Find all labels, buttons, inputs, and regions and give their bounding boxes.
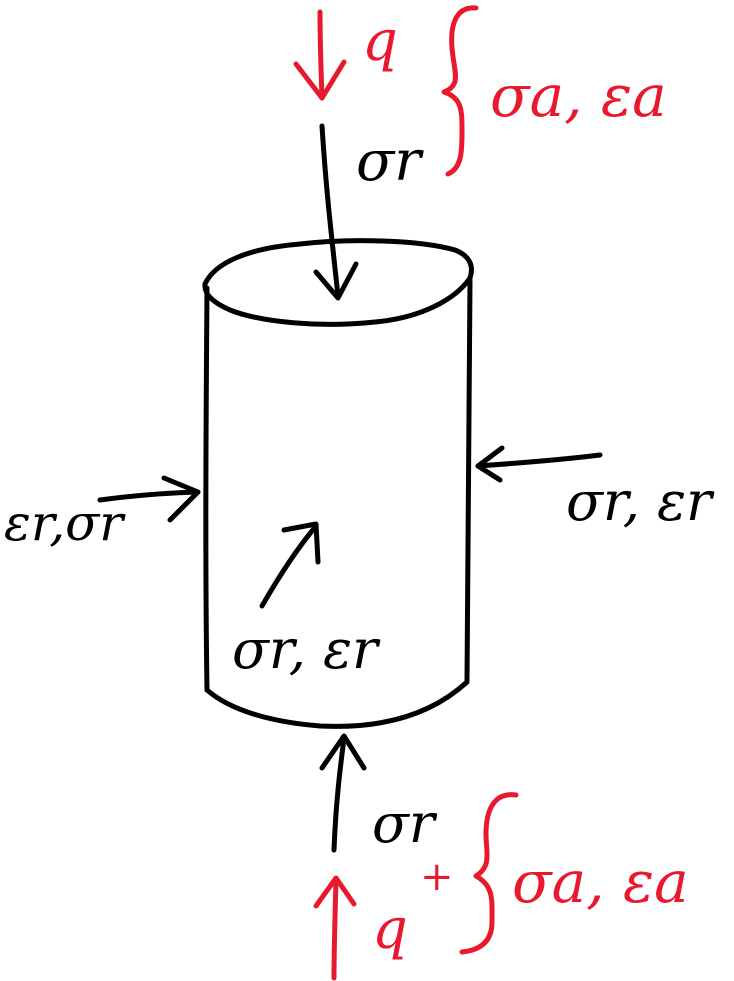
black-arrows	[97, 123, 603, 853]
cylinder-left-side	[203, 285, 210, 693]
inner-label: σr, εr	[232, 618, 381, 681]
bottom-deviator-arrow	[331, 877, 339, 981]
inner-radial-arrowhead	[281, 521, 321, 565]
q-top-label: q	[362, 9, 398, 74]
inner-radial-arrow	[259, 523, 319, 609]
left-radial-arrowhead	[161, 475, 201, 523]
radial-bottom-label: σr	[372, 792, 438, 855]
bottom-brace	[459, 792, 519, 955]
left-label: εr,σr	[4, 494, 126, 552]
cylinder-specimen	[202, 238, 474, 729]
cylinder-right-side	[464, 277, 473, 683]
right-radial-arrowhead	[475, 445, 505, 483]
right-label: σr, εr	[566, 470, 715, 533]
radial-top-label: σr	[356, 129, 424, 194]
red-deviator-annotations	[293, 5, 519, 981]
bottom-radial-arrowhead	[319, 733, 367, 771]
axial-top-label: σa, εa	[490, 62, 667, 130]
right-radial-arrow	[475, 452, 603, 469]
top-radial-arrow	[319, 123, 341, 299]
left-radial-arrow	[97, 489, 199, 503]
top-radial-arrowhead	[313, 261, 359, 301]
top-deviator-arrowhead	[293, 59, 347, 101]
bottom-deviator-arrowhead	[313, 875, 357, 909]
top-deviator-arrow	[317, 9, 325, 101]
bottom-radial-arrow	[331, 735, 347, 853]
cylinder-bottom-curve	[204, 679, 470, 729]
axial-bottom-label: σa, εa	[512, 848, 689, 916]
q-bottom-superscript: +	[420, 854, 454, 900]
top-brace	[441, 5, 479, 177]
q-bottom-label: q	[372, 897, 408, 962]
